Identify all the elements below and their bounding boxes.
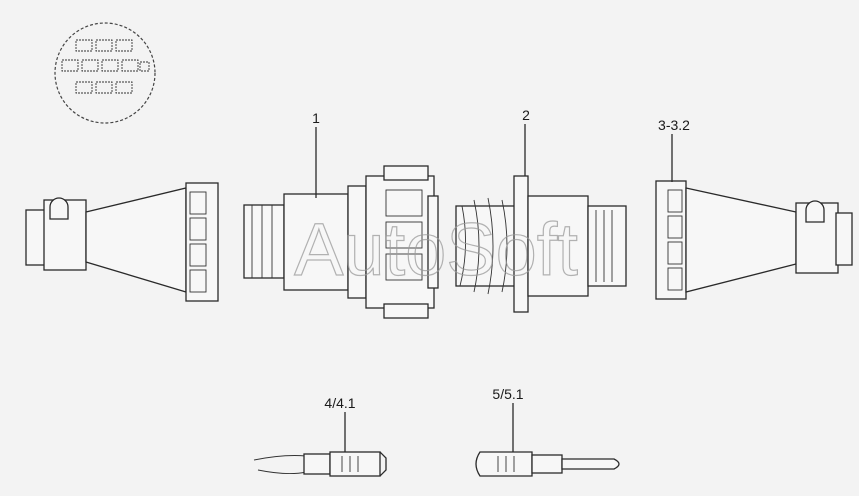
right-cover: [655, 180, 853, 300]
left-cable-boot: [25, 182, 219, 302]
label-part-3: 3-3.2: [658, 117, 690, 133]
terminal-female: [253, 451, 387, 477]
leader-lines: [315, 124, 673, 452]
watermark-text: AutoSoft: [294, 208, 578, 291]
label-part-1: 1: [312, 110, 320, 126]
terminal-male: [475, 451, 620, 477]
flange-part: [455, 175, 627, 313]
label-part-4: 4/4.1: [324, 395, 355, 411]
label-part-5: 5/5.1: [492, 386, 523, 402]
label-part-2: 2: [522, 107, 530, 123]
pin-layout-circle: [54, 22, 156, 124]
connector-housing: [243, 165, 439, 319]
